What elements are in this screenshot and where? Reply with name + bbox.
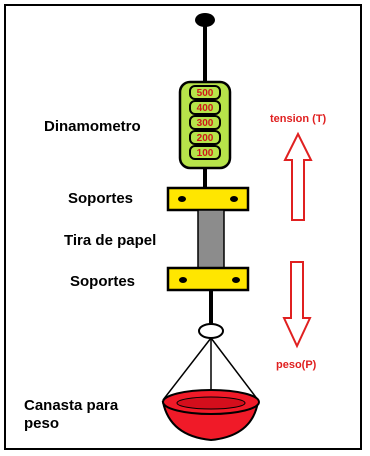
support-top-label: Soportes [68,190,134,207]
scale-cell [189,100,221,115]
hanger-ring [198,323,224,339]
scale-cell [189,85,221,100]
scale-label: 100 [197,148,214,159]
scale-label: 400 [197,103,214,114]
weight-basket [161,389,260,442]
basket-label-line1: Canasta para [24,397,119,414]
hanger-knob [195,13,215,27]
scale-cell [189,130,221,145]
scale-label: 300 [197,118,214,129]
diagram-frame [4,4,362,450]
tension-label: tension (T) [270,113,327,125]
scale-label: 200 [197,133,214,144]
weight-arrow [282,261,312,349]
dynamometer: 500 400 300 200 100 [178,80,232,170]
weight-label: peso(P) [276,359,317,371]
scale-label: 500 [197,88,214,99]
paper-strip-label: Tira de papel [64,232,157,249]
dynamometer-label: Dinamometro [44,118,141,135]
scale-cell [189,145,221,160]
basket-label-line2: peso [24,415,60,432]
support-bottom-label: Soportes [70,273,136,290]
tension-arrow [283,131,313,221]
scale-cell [189,115,221,130]
basket-strings [162,337,259,401]
paper-strip [197,209,225,269]
support-top [166,186,250,212]
support-bottom [166,266,250,292]
